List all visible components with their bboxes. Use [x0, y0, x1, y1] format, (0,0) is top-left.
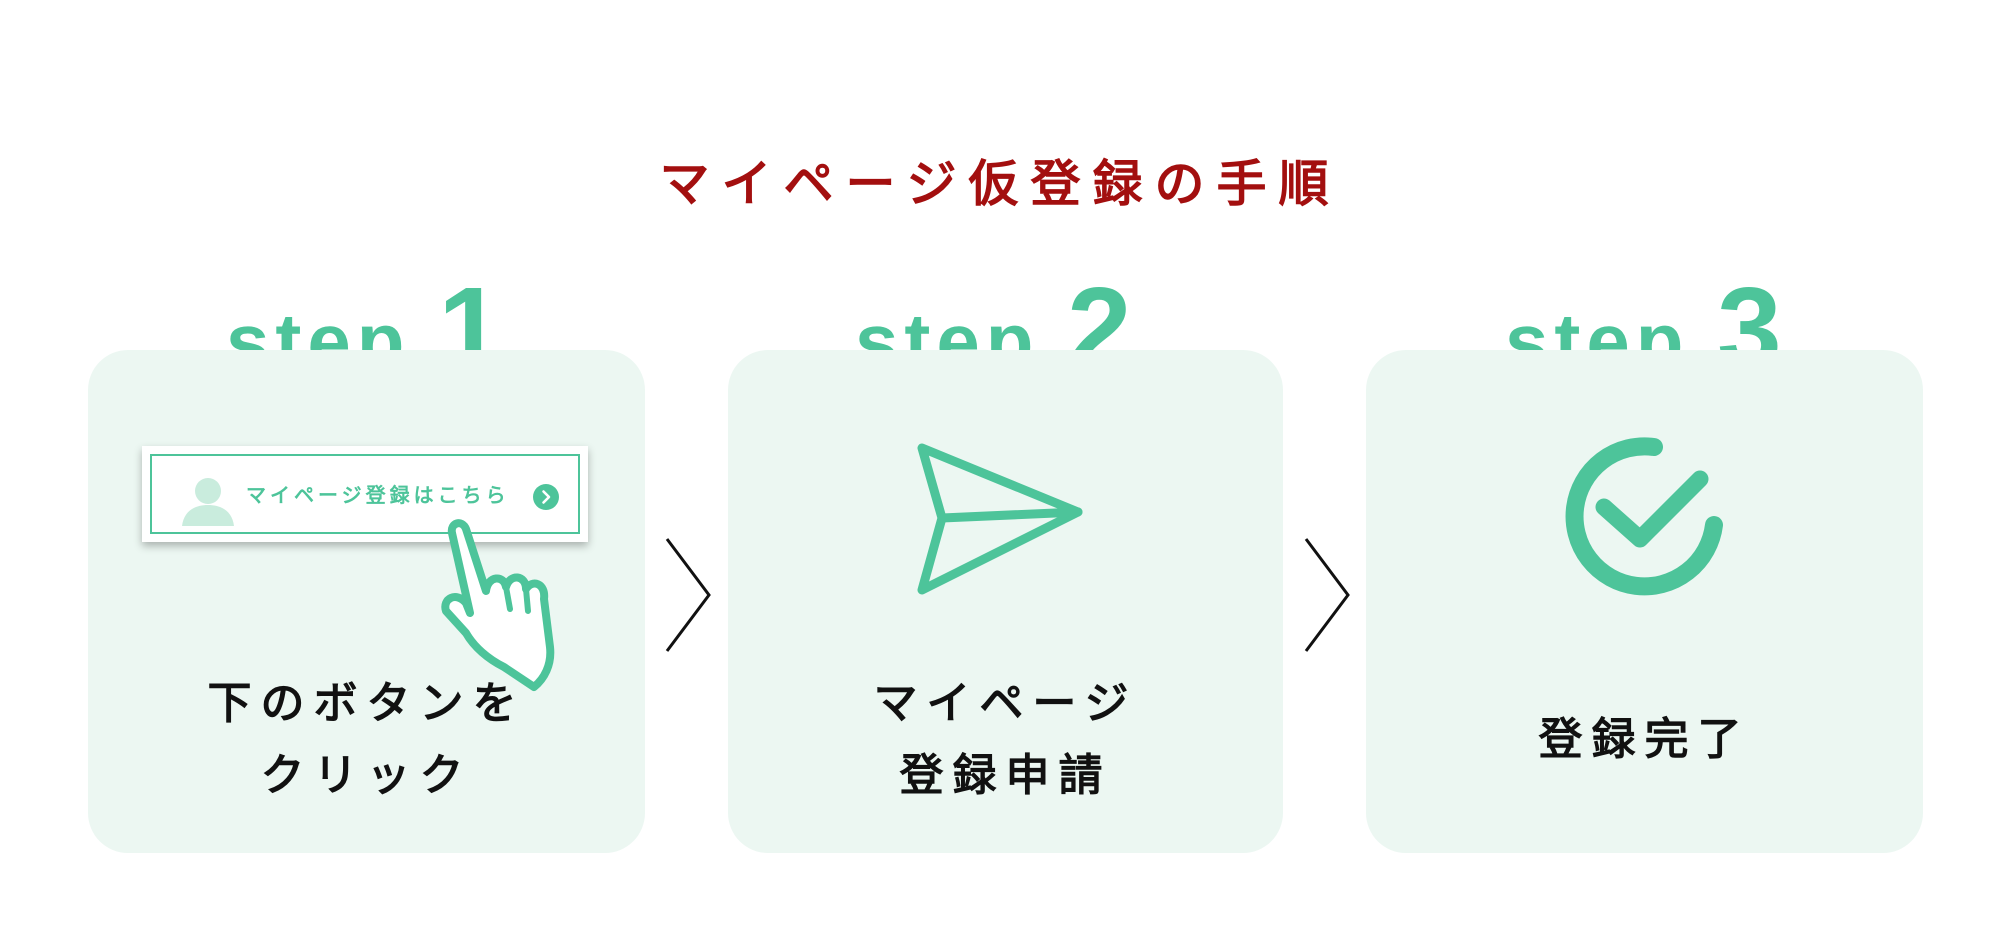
user-avatar-icon: [182, 478, 234, 526]
chevron-right-icon: [1304, 538, 1350, 652]
step-3-description: 登録完了: [1366, 704, 1923, 776]
step-3-line-1: 登録完了: [1538, 714, 1751, 765]
step-1-line-2: クリック: [260, 750, 473, 801]
mypage-register-button-label: マイページ登録はこちら: [246, 483, 510, 507]
pointing-hand-icon: [441, 519, 555, 691]
check-circle-icon: [1565, 437, 1723, 596]
mypage-register-button-illustration: マイページ登録はこちら: [142, 446, 588, 542]
step-2-line-2: 登録申請: [899, 750, 1112, 801]
chevron-right-icon: [665, 538, 711, 652]
step-3-card: 登録完了: [1366, 350, 1923, 853]
step-1-description: 下のボタンを クリック: [88, 668, 645, 812]
paper-plane-icon: [917, 443, 1083, 595]
step-2-line-1: マイページ: [873, 678, 1138, 729]
step-2-card: マイページ 登録申請: [728, 350, 1283, 853]
step-1-card: マイページ登録はこちら 下のボタンを クリック: [88, 350, 645, 853]
step-2-description: マイページ 登録申請: [728, 668, 1283, 812]
page-title: マイページ仮登録の手順: [659, 154, 1341, 213]
chevron-right-circle-icon: [533, 484, 559, 510]
step-1-line-1: 下のボタンを: [207, 678, 526, 729]
